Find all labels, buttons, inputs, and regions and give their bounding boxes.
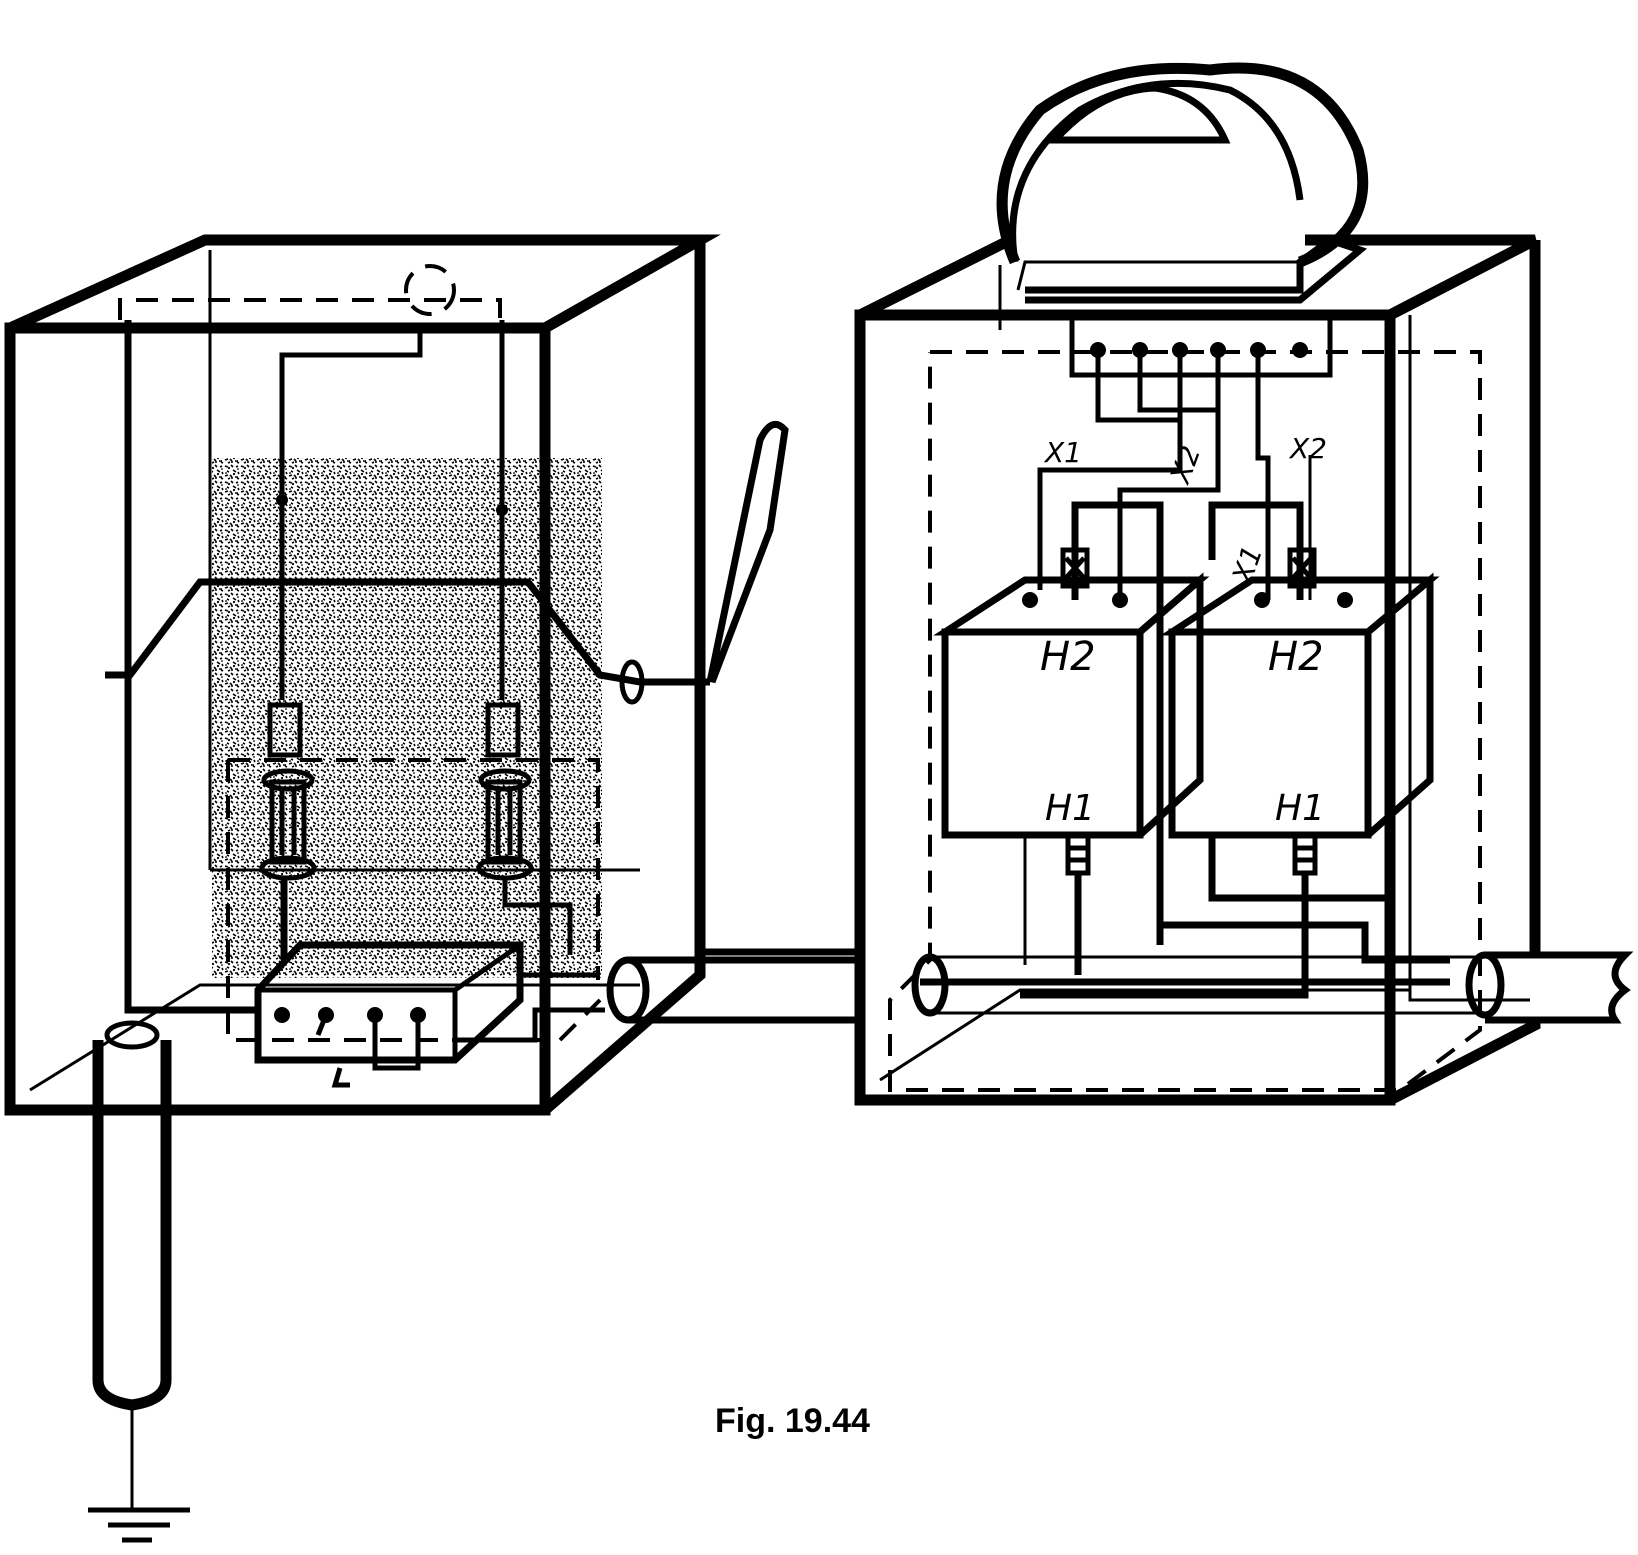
label-x1-left: X1 <box>1043 436 1082 469</box>
ground-symbol <box>88 1507 190 1543</box>
right-box-side <box>1387 240 1541 1105</box>
label-x2-left: X2 <box>1163 441 1207 489</box>
x2-right-wire <box>1255 350 1271 600</box>
connecting-conduit <box>606 948 860 1024</box>
x2-left-wire <box>1117 410 1221 595</box>
meter-return-wire <box>1095 350 1180 423</box>
right-h2-lead <box>1208 835 1394 975</box>
label-h2-left: H2 <box>1040 634 1096 680</box>
left-box-side <box>541 240 706 1115</box>
left-box-floor <box>29 983 640 1092</box>
left-enclosure <box>4 234 789 1543</box>
right-enclosure <box>854 62 1634 1106</box>
switch-handle <box>706 420 789 684</box>
x1-left-wire <box>1037 350 1183 590</box>
fuse-left <box>259 702 317 960</box>
label-h1-left: H1 <box>1045 788 1095 829</box>
left-fuse-wire-top <box>279 330 423 700</box>
label-x2-right: X2 <box>1288 432 1327 465</box>
meter <box>996 62 1369 304</box>
left-wire-dot <box>276 494 288 506</box>
operating-bar <box>105 578 641 686</box>
ground-conduit <box>92 1020 172 1510</box>
transformer-right <box>1160 547 1440 876</box>
left-box-back-lines <box>208 250 640 872</box>
dashed-compartment <box>226 758 602 1042</box>
transformer-thin-leads <box>1023 455 1312 965</box>
right-wire-dot <box>496 504 508 516</box>
figure-caption: Fig. 19.44 <box>715 1402 870 1440</box>
dashed-switch-frame <box>118 298 502 320</box>
dashed-pivot-circle <box>404 264 456 316</box>
meter-terminal-strip <box>1069 315 1333 378</box>
dashed-mounting-frame <box>888 350 1482 1092</box>
label-h2-right: H2 <box>1268 634 1324 680</box>
block-to-conduit-wire <box>455 1007 605 1043</box>
left-box-top <box>7 234 721 334</box>
service-conduit <box>911 951 1634 1024</box>
fuse-right <box>476 702 573 955</box>
right-box-back-lines <box>879 265 1530 1082</box>
right-box-top <box>857 234 1538 320</box>
right-h1-lead <box>1020 873 1309 999</box>
speckled-fill <box>212 458 602 978</box>
terminal-block <box>254 941 524 1088</box>
left-wire-vertical <box>124 320 255 1014</box>
label-h1-right: H1 <box>1275 788 1325 829</box>
